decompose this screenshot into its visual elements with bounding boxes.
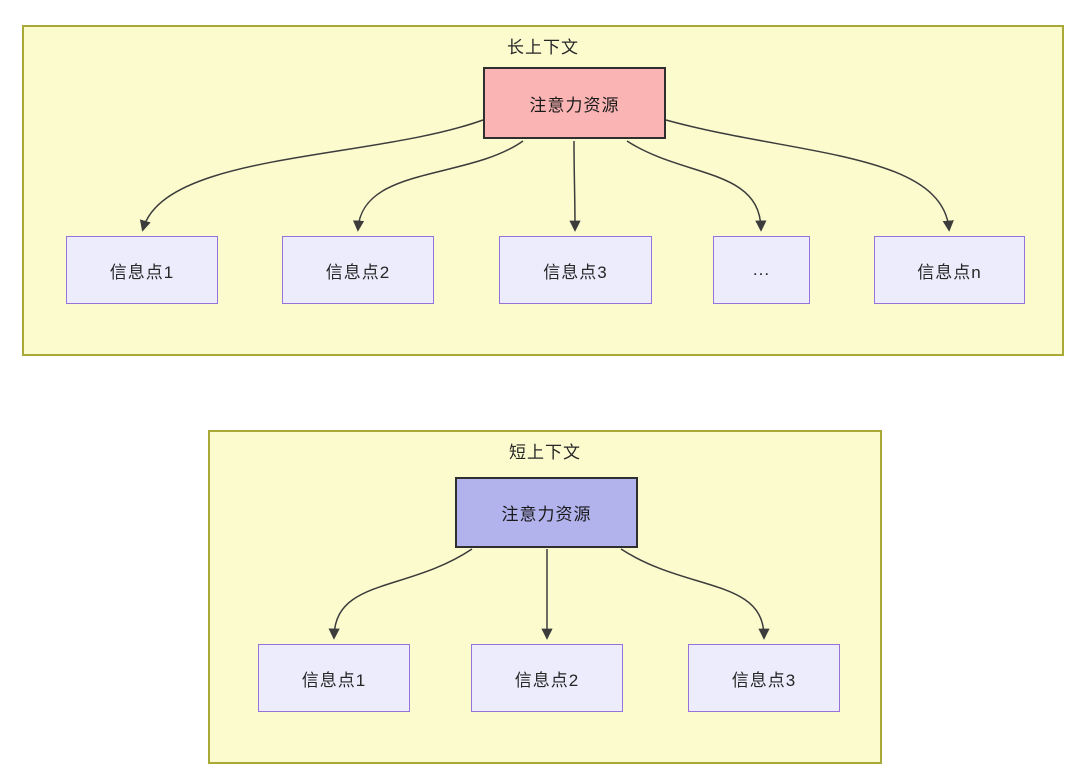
- edge-long-hub-to-node5: [665, 119, 954, 232]
- info-node-long-2: 信息点2: [282, 236, 434, 304]
- attention-resource-hub-long: 注意力资源: [483, 67, 666, 139]
- info-node-short-3: 信息点3: [688, 644, 840, 712]
- edge-short-hub-to-node3: [620, 548, 770, 640]
- info-node-long-ellipsis: ...: [713, 236, 810, 304]
- info-node-long-3: 信息点3: [499, 236, 652, 304]
- info-node-label: ...: [752, 260, 771, 279]
- info-node-short-2: 信息点2: [471, 644, 623, 712]
- attention-resource-label: 注意力资源: [529, 95, 620, 115]
- info-node-label: 信息点1: [109, 262, 175, 282]
- attention-resource-label: 注意力资源: [501, 505, 592, 524]
- info-node-label: 信息点2: [514, 670, 580, 690]
- edge-long-hub-to-node3: [569, 140, 581, 232]
- info-node-long-1: 信息点1: [66, 236, 218, 304]
- info-node-label: 信息点1: [301, 670, 367, 690]
- info-node-label: 信息点n: [917, 262, 982, 282]
- edge-long-hub-to-node1: [139, 119, 484, 232]
- edge-long-hub-to-node4: [626, 140, 767, 232]
- edge-long-hub-to-node2: [352, 140, 524, 232]
- info-node-label: 信息点2: [325, 262, 391, 282]
- edge-short-hub-to-node1: [328, 548, 473, 640]
- short-context-title: 短上下文: [509, 443, 581, 462]
- info-node-short-1: 信息点1: [258, 644, 410, 712]
- long-context-title: 长上下文: [507, 38, 579, 57]
- info-node-label: 信息点3: [543, 262, 608, 282]
- attention-resource-hub-short: 注意力资源: [455, 477, 638, 548]
- info-node-long-n: 信息点n: [874, 236, 1025, 304]
- info-node-label: 信息点3: [731, 670, 797, 690]
